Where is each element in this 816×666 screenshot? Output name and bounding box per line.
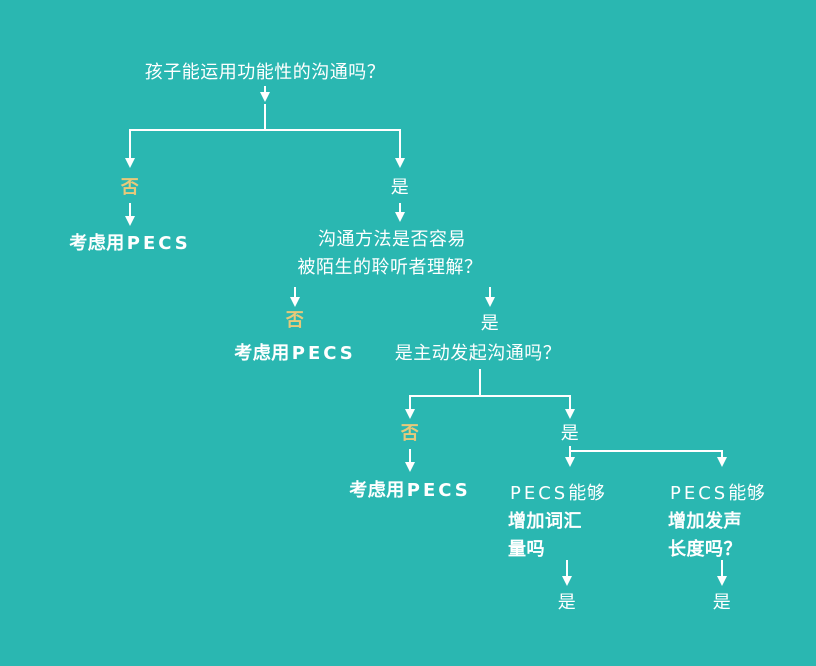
branch1-yes-label: 是 (390, 177, 410, 198)
question-pecs-utterance-length: PECS能够 增加发声 长度吗？ (668, 480, 765, 564)
pecs-acronym: PECS (510, 483, 569, 504)
question-pecs-vocabulary: PECS能够 增加词汇 量吗 (508, 480, 605, 564)
pecs-acronym: PECS (126, 233, 191, 254)
branch3-no-label: 否 (400, 423, 420, 444)
answer-yes-vocabulary: 是 (557, 592, 577, 613)
answer-yes-utterance: 是 (712, 592, 732, 613)
result-prefix: 考虑用 (69, 233, 125, 254)
branch2-yes-label: 是 (480, 313, 500, 334)
pecs-acronym: PECS (670, 483, 729, 504)
question-line-2: 增加词汇 (508, 511, 582, 532)
result-prefix: 考虑用 (234, 343, 290, 364)
question-line-3: 长度吗？ (668, 539, 742, 560)
branch1-no-label: 否 (120, 177, 140, 198)
pecs-acronym: PECS (291, 343, 356, 364)
branch3-yes-label: 是 (560, 423, 580, 444)
question-stranger-understanding-line2: 被陌生的聆听者理解？ (297, 257, 483, 278)
question-line-1-suffix: 能够 (568, 483, 606, 504)
question-functional-communication: 孩子能运用功能性的沟通吗？ (144, 62, 386, 83)
question-line-2: 增加发声 (668, 511, 742, 532)
question-stranger-understanding-line1: 沟通方法是否容易 (318, 229, 466, 250)
result-prefix: 考虑用 (349, 480, 405, 501)
question-line-1-suffix: 能够 (728, 483, 766, 504)
question-line-3: 量吗 (508, 539, 545, 560)
question-initiates-communication: 是主动发起沟通吗？ (394, 343, 562, 364)
question-line-1: PECS能够 (508, 480, 605, 508)
branch2-no-label: 否 (285, 310, 305, 331)
pecs-acronym: PECS (406, 480, 471, 501)
question-line-1: PECS能够 (668, 480, 765, 508)
